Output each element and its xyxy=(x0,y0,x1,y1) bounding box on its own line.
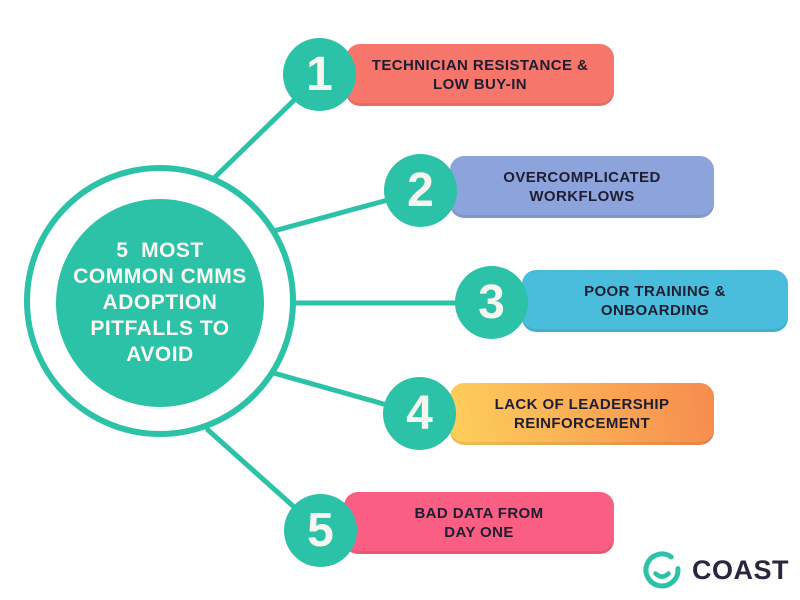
pitfall-label-5: BAD DATA FROM DAY ONE xyxy=(414,504,543,542)
pitfall-card-4: LACK OF LEADERSHIP REINFORCEMENT xyxy=(450,383,714,445)
pitfall-card-2: OVERCOMPLICATED WORKFLOWS xyxy=(450,156,714,218)
pitfall-label-2-line1: OVERCOMPLICATED xyxy=(503,169,661,186)
pitfall-label-4-line2: REINFORCEMENT xyxy=(513,415,651,432)
central-topic-line: ADOPTION xyxy=(102,291,218,314)
central-topic-line: 5 MOST xyxy=(116,239,204,262)
pitfall-number-badge-5: 5 xyxy=(284,494,357,567)
central-topic-line: AVOID xyxy=(126,343,194,366)
pitfall-label-3-line1: POOR TRAINING & xyxy=(584,283,726,300)
pitfall-card-1: TECHNICIAN RESISTANCE & LOW BUY-IN xyxy=(346,44,614,106)
pitfall-label-3: POOR TRAINING & ONBOARDING xyxy=(584,282,726,320)
pitfall-number-5: 5 xyxy=(307,504,334,557)
central-topic-text: 5 MOST COMMON CMMS ADOPTION PITFALLS TO … xyxy=(73,238,246,368)
pitfall-number-4: 4 xyxy=(406,387,433,440)
coast-logo: COAST xyxy=(640,548,789,592)
central-topic-circle: 5 MOST COMMON CMMS ADOPTION PITFALLS TO … xyxy=(56,199,264,407)
pitfall-label-5-line1: BAD DATA FROM xyxy=(414,505,544,522)
pitfall-number-2: 2 xyxy=(407,164,434,217)
pitfall-label-3-line2: ONBOARDING xyxy=(600,302,710,319)
pitfall-label-4-line1: LACK OF LEADERSHIP xyxy=(494,396,670,413)
pitfall-label-1-line2: LOW BUY-IN xyxy=(433,76,527,93)
pitfall-label-1: TECHNICIAN RESISTANCE & LOW BUY-IN xyxy=(372,56,588,94)
pitfall-card-3: POOR TRAINING & ONBOARDING xyxy=(522,270,788,332)
pitfall-label-1-line1: TECHNICIAN RESISTANCE & xyxy=(371,57,589,74)
central-topic-line: PITFALLS TO xyxy=(90,317,230,340)
coast-smile-ring-icon xyxy=(643,551,681,589)
pitfall-number-3: 3 xyxy=(478,276,505,329)
pitfall-label-2: OVERCOMPLICATED WORKFLOWS xyxy=(503,168,660,206)
pitfall-number-badge-4: 4 xyxy=(383,377,456,450)
pitfall-number-badge-1: 1 xyxy=(283,38,356,111)
central-topic-line: COMMON CMMS xyxy=(73,265,247,288)
pitfall-label-2-line2: WORKFLOWS xyxy=(529,188,635,205)
pitfall-number-badge-3: 3 xyxy=(455,266,528,339)
pitfall-label-4: LACK OF LEADERSHIP REINFORCEMENT xyxy=(495,395,670,433)
pitfall-number-1: 1 xyxy=(306,48,333,101)
coast-wordmark: COAST xyxy=(692,554,789,585)
pitfall-label-5-line2: DAY ONE xyxy=(444,524,514,541)
pitfall-card-5: BAD DATA FROM DAY ONE xyxy=(344,492,614,554)
pitfall-number-badge-2: 2 xyxy=(384,154,457,227)
